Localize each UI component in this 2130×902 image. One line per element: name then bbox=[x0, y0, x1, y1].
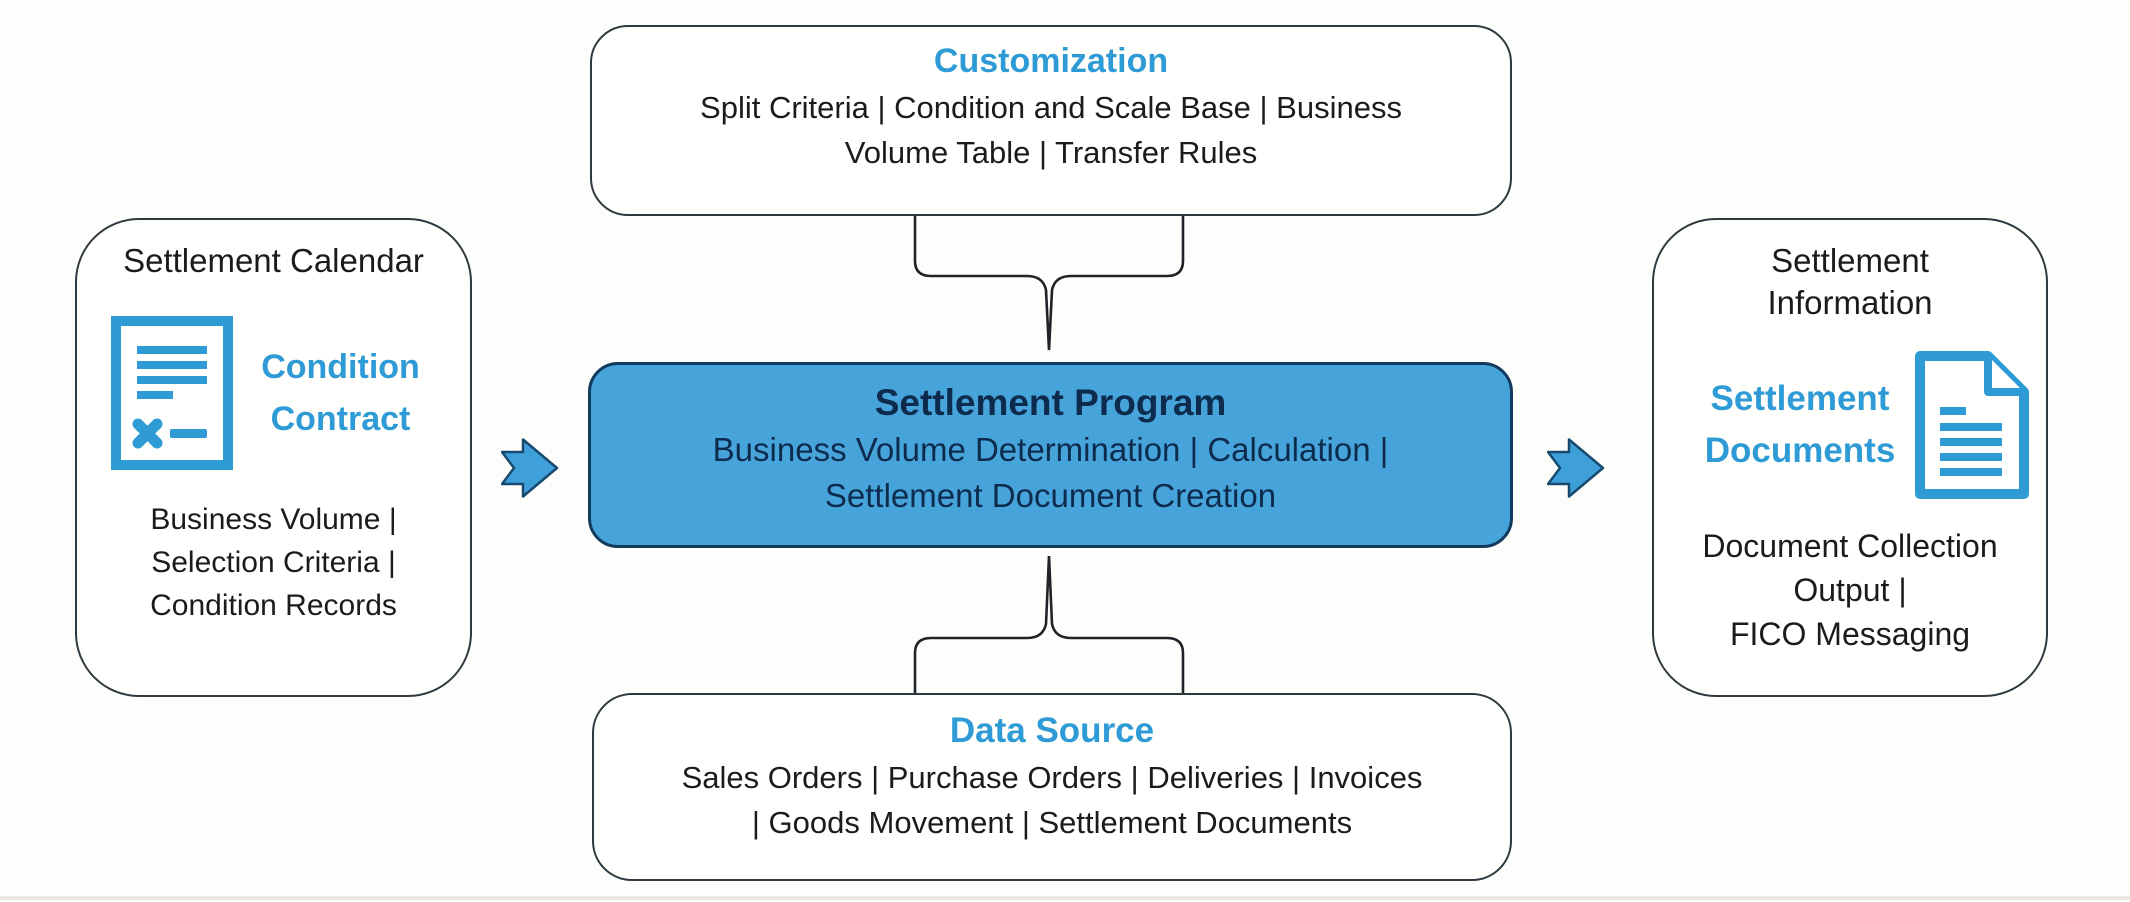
folded-page-document-icon bbox=[1912, 350, 2032, 500]
settlement-calendar-box: Settlement Calendar Condition Contract B bbox=[75, 218, 472, 697]
settlement-documents-row: Settlement Documents bbox=[1688, 350, 2032, 500]
customization-title: Customization bbox=[933, 42, 1169, 80]
program-line-1: Business Volume Determination | Calculat… bbox=[712, 431, 1389, 468]
customization-line-2: Volume Table | Transfer Rules bbox=[844, 135, 1258, 170]
settlement-program-body: Business Volume Determination | Calculat… bbox=[591, 427, 1510, 519]
customization-body: Split Criteria | Condition and Scale Bas… bbox=[592, 85, 1510, 175]
data-source-box: Data Source Sales Orders | Purchase Orde… bbox=[592, 693, 1512, 881]
customization-line-1: Split Criteria | Condition and Scale Bas… bbox=[700, 90, 1402, 125]
information-title-line-1: Settlement bbox=[1771, 242, 1929, 279]
information-body-line-1: Document Collection bbox=[1702, 528, 1998, 564]
condition-contract-line-1: Condition bbox=[261, 348, 420, 386]
contract-document-icon bbox=[111, 316, 233, 470]
condition-contract-line-2: Contract bbox=[270, 400, 411, 438]
settlement-documents-label: Settlement Documents bbox=[1688, 373, 1912, 477]
customization-box: Customization Split Criteria | Condition… bbox=[590, 25, 1512, 216]
information-body-line-3: FICO Messaging bbox=[1729, 616, 1971, 652]
settlement-documents-line-2: Documents bbox=[1704, 431, 1896, 470]
calendar-body-line-3: Condition Records bbox=[150, 589, 397, 622]
settlement-calendar-title: Settlement Calendar bbox=[123, 242, 424, 279]
data-source-body: Sales Orders | Purchase Orders | Deliver… bbox=[594, 755, 1510, 845]
calendar-body-line-1: Business Volume | bbox=[150, 503, 397, 536]
left-flow-arrow-icon bbox=[501, 438, 559, 498]
slide-bottom-edge bbox=[0, 896, 2130, 900]
settlement-program-box: Settlement Program Business Volume Deter… bbox=[588, 362, 1513, 548]
right-flow-arrow-icon bbox=[1547, 438, 1605, 498]
information-body-line-2: Output | bbox=[1793, 572, 1907, 608]
condition-contract-label: Condition Contract bbox=[233, 341, 448, 445]
data-source-title: Data Source bbox=[949, 711, 1155, 750]
calendar-body-line-2: Selection Criteria | bbox=[151, 546, 396, 579]
settlement-information-body: Document Collection Output | FICO Messag… bbox=[1654, 524, 2046, 656]
bottom-brace-connector bbox=[913, 555, 1185, 697]
settlement-program-title: Settlement Program bbox=[874, 382, 1227, 423]
top-brace-connector bbox=[913, 212, 1185, 351]
settlement-information-box: Settlement Information Settlement Docume… bbox=[1652, 218, 2048, 697]
program-line-2: Settlement Document Creation bbox=[824, 477, 1277, 514]
information-title-line-2: Information bbox=[1767, 284, 1933, 321]
data-source-line-1: Sales Orders | Purchase Orders | Deliver… bbox=[681, 760, 1423, 795]
settlement-calendar-body: Business Volume | Selection Criteria | C… bbox=[77, 498, 470, 627]
condition-contract-row: Condition Contract bbox=[111, 316, 448, 470]
settlement-information-title: Settlement Information bbox=[1654, 240, 2046, 324]
settlement-documents-line-1: Settlement bbox=[1710, 379, 1890, 418]
data-source-line-2: | Goods Movement | Settlement Documents bbox=[751, 805, 1353, 840]
